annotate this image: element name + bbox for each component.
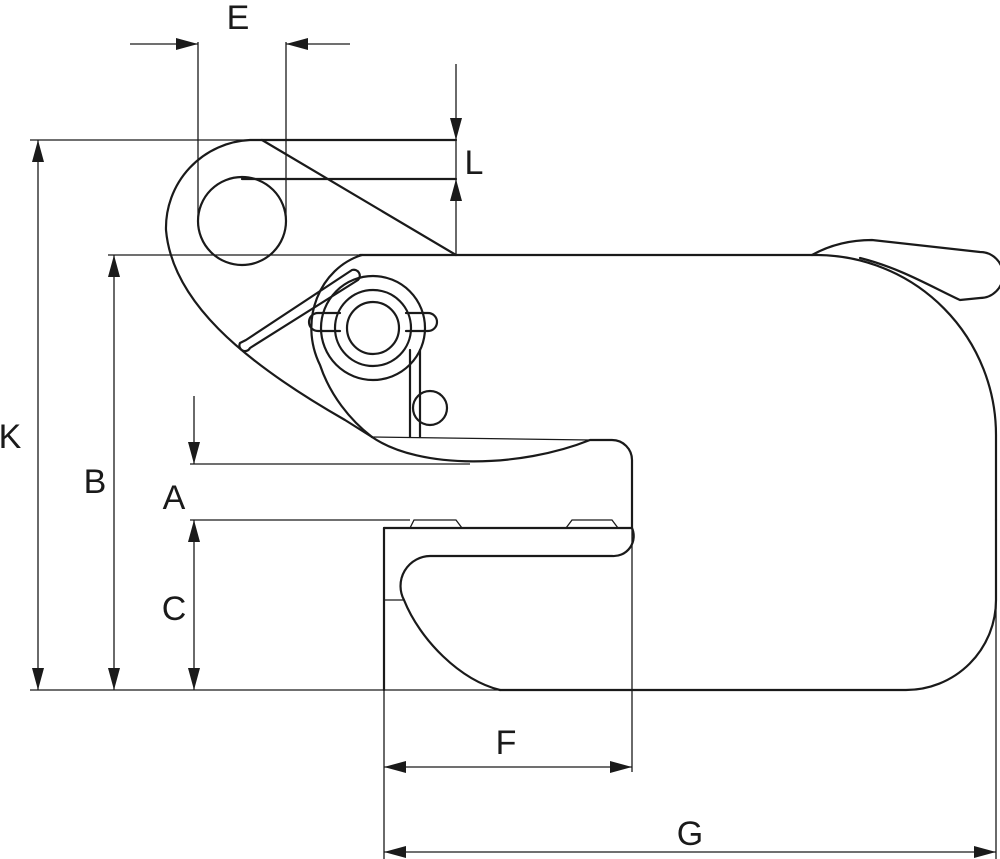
eye-tongue bbox=[240, 138, 458, 257]
wing-nut-left bbox=[307, 311, 342, 333]
wing-nut-right bbox=[404, 311, 439, 333]
label-g: G bbox=[677, 815, 703, 853]
pivot-washer bbox=[333, 288, 413, 368]
eye-hole bbox=[196, 175, 288, 267]
clamp-outline bbox=[164, 138, 1000, 692]
upper-jaw-edge bbox=[371, 436, 591, 441]
label-e: E bbox=[227, 0, 250, 37]
pivot-outer-ring bbox=[319, 274, 427, 382]
label-k: K bbox=[0, 418, 22, 456]
spring-wire bbox=[238, 268, 361, 353]
lower-jaw bbox=[382, 526, 635, 692]
label-f: F bbox=[496, 724, 517, 762]
label-b: B bbox=[84, 463, 107, 501]
grip-pad-left bbox=[409, 519, 463, 529]
dimension-lines bbox=[30, 38, 997, 859]
upper-jaw bbox=[370, 435, 634, 530]
label-c: C bbox=[162, 590, 187, 628]
dimension-labels: E L K B A C F G bbox=[0, 0, 703, 853]
label-a: A bbox=[163, 479, 186, 517]
lifting-eye-outline bbox=[164, 138, 458, 439]
cam-housing bbox=[310, 253, 374, 439]
label-l: L bbox=[465, 144, 484, 182]
cam-stop-ball bbox=[411, 389, 449, 427]
pivot-nut bbox=[345, 300, 401, 356]
grip-pad-right bbox=[565, 519, 619, 529]
main-body bbox=[358, 253, 998, 522]
body-bottom bbox=[498, 518, 998, 692]
handle bbox=[810, 238, 1000, 302]
